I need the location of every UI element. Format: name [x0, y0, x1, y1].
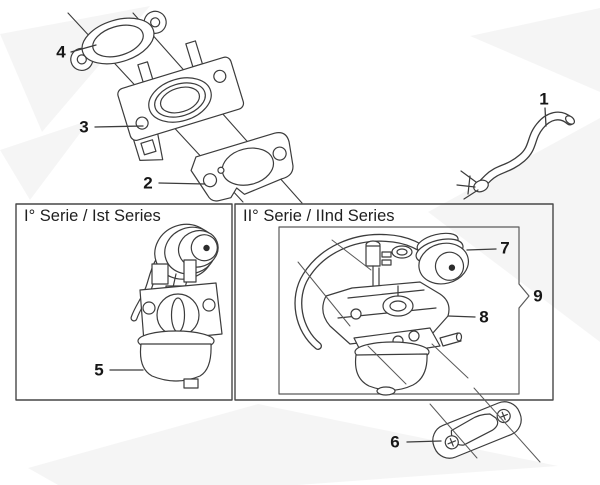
part4-gasket-drawing [70, 10, 167, 71]
part6-gasket-drawing [429, 387, 541, 463]
callout-8-label: 8 [479, 307, 489, 327]
callout-6-label: 6 [390, 432, 400, 452]
callout-3-label: 3 [79, 117, 89, 137]
series2-box-title: II° Serie / IInd Series [243, 207, 395, 225]
callout-3-leader [94, 125, 144, 128]
series2-inner-frame [278, 226, 530, 395]
callout-4-label: 4 [56, 42, 66, 62]
series1-box-frame [15, 203, 233, 401]
part7-air-cleaner [415, 232, 469, 285]
part5-air-cleaner [154, 223, 219, 280]
part2-gasket-drawing [190, 132, 294, 202]
part8-carburetor-drawing [294, 232, 469, 396]
callout-7-label: 7 [500, 238, 510, 258]
callout-1-label: 1 [539, 89, 549, 109]
callout-8-leader [447, 315, 476, 318]
callout-1-leader [544, 107, 547, 127]
callout-9-label: 9 [533, 286, 543, 306]
background-watermark [0, 6, 600, 485]
callout-7-leader [466, 248, 497, 251]
callout-6-leader [406, 440, 442, 443]
inner-frame-leader-lines [297, 239, 469, 385]
hose-clamp [456, 170, 489, 200]
part3-insulator-drawing [117, 40, 245, 161]
series2-box-frame [234, 203, 554, 401]
part1-fuel-hose-drawing [456, 111, 576, 200]
callout-5-label: 5 [94, 360, 104, 380]
callout-2-leader [158, 182, 206, 185]
series1-box-title: I° Serie / Ist Series [24, 207, 161, 225]
callout-4-leader [70, 44, 97, 53]
part5-carburetor-drawing [130, 223, 223, 389]
callout-2-label: 2 [143, 173, 153, 193]
